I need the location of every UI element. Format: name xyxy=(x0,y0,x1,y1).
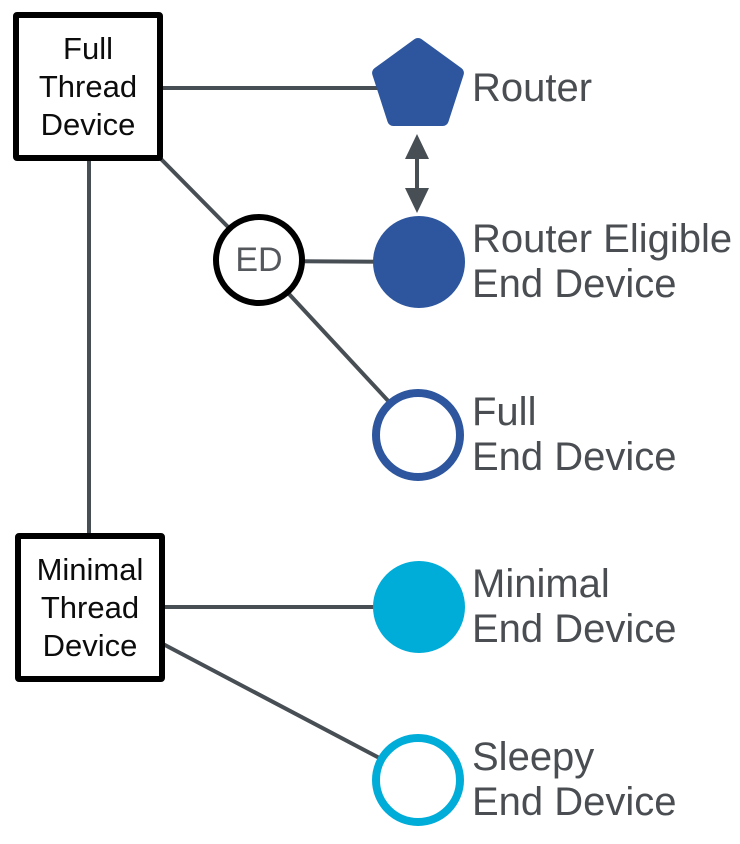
sleepy-end-device-node xyxy=(372,734,464,826)
full-end-device-label: Full End Device xyxy=(472,385,677,485)
minimal-end-device-label-line: Minimal xyxy=(472,562,610,606)
sleepy-end-device-label: Sleepy End Device xyxy=(472,730,677,830)
full-thread-device-box: Full Thread Device xyxy=(13,12,163,161)
minimal-thread-device-box: Minimal Thread Device xyxy=(15,533,165,682)
minimal-end-device-node xyxy=(373,561,465,653)
edge-ed-to-fed xyxy=(287,292,394,407)
router-pentagon-icon xyxy=(372,38,464,126)
router-eligible-end-device-node xyxy=(373,216,465,308)
router-label: Router xyxy=(472,38,592,138)
minimal-end-device-label-line: End Device xyxy=(472,607,677,651)
minimal-end-device-label: Minimal End Device xyxy=(472,557,677,657)
edge-ftd-to-ed xyxy=(158,156,234,233)
minimal-thread-device-line: Device xyxy=(42,627,138,663)
minimal-thread-device-line: Thread xyxy=(40,589,140,625)
router-label-line: Router xyxy=(472,65,593,110)
full-end-device-label-line: End Device xyxy=(472,435,677,479)
arrow-head-down xyxy=(405,188,429,213)
router-eligible-end-device-label-line: Router Eligible xyxy=(472,217,733,261)
minimal-thread-device-line: Minimal xyxy=(36,551,144,587)
full-thread-device-line: Thread xyxy=(38,68,138,104)
bidirectional-arrow-icon xyxy=(405,134,429,213)
router-eligible-end-device-label: Router Eligible End Device xyxy=(472,212,732,312)
end-device-badge-label: ED xyxy=(235,240,283,279)
edge-mtd-to-sed xyxy=(162,642,388,764)
full-thread-device-line: Device xyxy=(40,106,136,142)
full-thread-device-line: Full xyxy=(63,30,113,66)
full-end-device-node xyxy=(372,389,464,481)
sleepy-end-device-label-line: Sleepy xyxy=(472,735,595,779)
arrow-head-up xyxy=(405,134,429,159)
router-eligible-end-device-label-line: End Device xyxy=(472,262,677,306)
end-device-badge: ED xyxy=(213,214,305,306)
full-end-device-label-line: Full xyxy=(472,390,537,434)
sleepy-end-device-label-line: End Device xyxy=(472,780,677,824)
